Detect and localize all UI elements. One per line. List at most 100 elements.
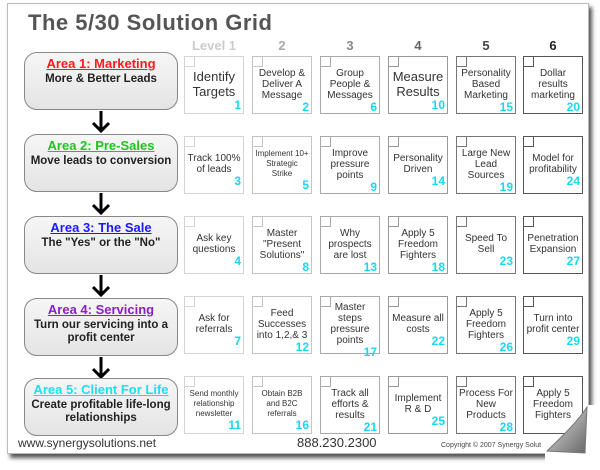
phone-number: 888.230.2300 <box>297 435 377 450</box>
cell-text: Implement R & D <box>394 393 442 415</box>
cell-text: Master steps pressure points <box>330 302 370 346</box>
checkbox-icon[interactable] <box>389 377 399 387</box>
grid-cell[interactable]: Master "Present Solutions"8 <box>252 216 312 274</box>
cell-number: 12 <box>295 339 309 354</box>
cell-text: Apply 5 Freedom Fighters <box>465 307 506 341</box>
checkbox-icon[interactable] <box>457 217 467 227</box>
cell-number: 24 <box>566 174 580 188</box>
checkbox-icon[interactable] <box>321 137 331 147</box>
cell-text: Large New Lead Sources <box>461 147 511 181</box>
checkbox-icon[interactable] <box>321 57 331 67</box>
cell-text: Dollar results marketing <box>531 67 575 101</box>
cell-number: 6 <box>370 99 377 114</box>
cell-number: 7 <box>234 334 241 348</box>
checkbox-icon[interactable] <box>389 217 399 227</box>
level-header-1: Level 1 <box>191 38 237 53</box>
cell-number: 10 <box>431 98 445 112</box>
cell-text: Penetration Expansion <box>527 233 579 255</box>
cell-text: Master "Present Solutions" <box>259 227 305 261</box>
checkbox-icon[interactable] <box>185 57 195 67</box>
cell-text: Send monthly relationship newsletter <box>189 389 239 418</box>
area-description: Turn our servicing into a profit center <box>34 319 168 344</box>
area-title[interactable]: Area 4: Servicing <box>47 302 155 317</box>
checkbox-icon[interactable] <box>389 137 399 147</box>
cell-text: Measure Results <box>392 69 444 99</box>
checkbox-icon[interactable] <box>389 57 399 67</box>
area-title[interactable]: Area 2: Pre-Sales <box>47 138 155 153</box>
checkbox-icon[interactable] <box>253 297 263 307</box>
checkbox-icon[interactable] <box>389 297 399 307</box>
checkbox-icon[interactable] <box>321 377 331 387</box>
checkbox-icon[interactable] <box>524 217 534 227</box>
area-title[interactable]: Area 3: The Sale <box>50 220 152 235</box>
down-arrow-icon <box>92 275 110 297</box>
checkbox-icon[interactable] <box>524 297 534 307</box>
checkbox-icon[interactable] <box>185 377 195 387</box>
checkbox-icon[interactable] <box>457 297 467 307</box>
checkbox-icon[interactable] <box>524 137 534 147</box>
checkbox-icon[interactable] <box>321 217 331 227</box>
checkbox-icon[interactable] <box>185 137 195 147</box>
cell-number: 19 <box>499 179 513 194</box>
checkbox-icon[interactable] <box>524 377 534 387</box>
cell-text: Personality Based Marketing <box>461 67 511 101</box>
level-header-5: 5 <box>482 38 490 53</box>
cell-number: 25 <box>431 414 445 428</box>
checkbox-icon[interactable] <box>253 137 263 147</box>
grid-cell[interactable]: Apply 5 Freedom Fighters <box>523 376 583 434</box>
down-arrow-icon <box>92 193 110 215</box>
checkbox-icon[interactable] <box>185 297 195 307</box>
checkbox-icon[interactable] <box>253 57 263 67</box>
checkbox-icon[interactable] <box>253 217 263 227</box>
cell-number: 27 <box>566 254 580 268</box>
area-title[interactable]: Area 5: Client For Life <box>33 382 169 397</box>
cell-text: Process For New Products <box>459 387 513 421</box>
cell-number: 22 <box>431 334 445 348</box>
checkbox-icon[interactable] <box>185 217 195 227</box>
checkbox-icon[interactable] <box>457 137 467 147</box>
checkbox-icon[interactable] <box>253 377 263 387</box>
checkbox-icon[interactable] <box>524 57 534 67</box>
checkbox-icon[interactable] <box>321 297 331 307</box>
page-curl-icon <box>545 405 600 470</box>
cell-number: 13 <box>363 259 377 274</box>
area-title[interactable]: Area 1: Marketing <box>46 56 156 71</box>
checkbox-icon[interactable] <box>457 377 467 387</box>
website-link[interactable]: www.synergysolutions.net <box>18 436 157 450</box>
cell-text: Improve pressure points <box>330 147 370 181</box>
cell-text: Identify Targets <box>192 69 236 99</box>
cell-number: 3 <box>234 174 241 188</box>
cell-number: 18 <box>431 259 445 274</box>
checkbox-icon[interactable] <box>457 57 467 67</box>
